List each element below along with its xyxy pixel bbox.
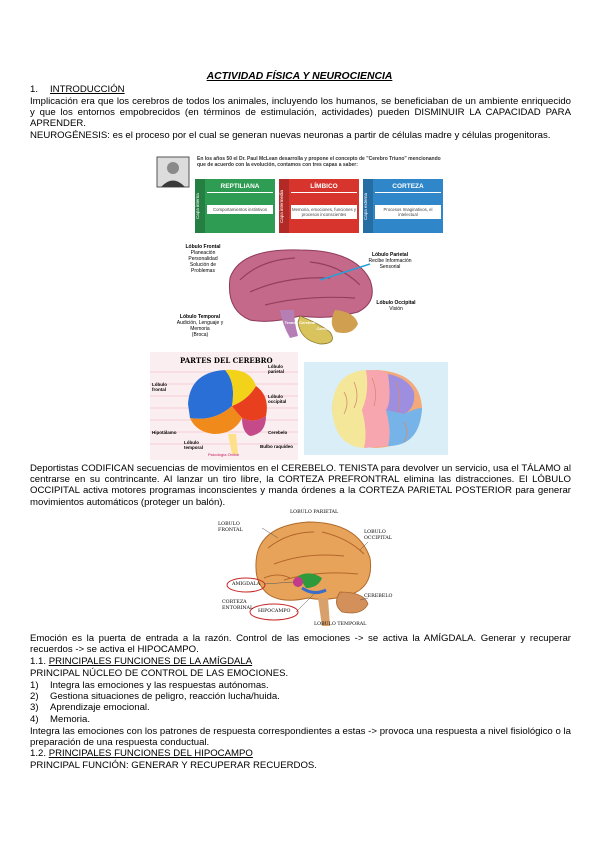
label-amigdala: AMIGDALA — [232, 582, 261, 587]
list-item-text: Memoria. — [50, 713, 90, 725]
paragraph-intro: Implicación era que los cerebros de todo… — [30, 96, 571, 130]
layer-side-label: Capa intermedia — [279, 179, 289, 233]
list-item-number: 2) — [30, 691, 39, 703]
paragraph-emocion: Emoción es la puerta de entrada a la raz… — [30, 633, 571, 656]
section-number: 1.2. — [30, 748, 47, 759]
occipital-line: Visión — [389, 306, 403, 312]
label-occipital: Lóbulo occipital — [268, 394, 287, 404]
label-cerebelo: CEREBELO — [364, 594, 393, 599]
label-lobulo-parietal: LOBULO PARIETAL — [290, 510, 339, 515]
list-item: 2) Gestiona situaciones de peligro, reacc… — [30, 691, 571, 702]
section-title: INTRODUCCIÓN — [50, 84, 125, 95]
layer-name: REPTILIANA — [207, 183, 273, 193]
parietal-lobe-label: Lóbulo Parietal Recibe Información Senso… — [360, 252, 420, 270]
section-1-1-heading: 1.1. PRINCIPALES FUNCIONES DE LA AMÍGDAL… — [30, 656, 571, 667]
list-item-text: Aprendizaje emocional. — [50, 702, 150, 714]
parietal-line: Recibe Información — [368, 258, 412, 264]
section-title: PRINCIPALES FUNCIONES DE LA AMÍGDALA — [48, 656, 253, 667]
label-frontal: Lóbulo frontal — [152, 382, 167, 392]
brain-top-view-figure — [304, 362, 448, 455]
label-hipocampo: HIPOCAMPO — [258, 609, 291, 614]
label-parietal: Lóbulo parietal — [268, 364, 285, 374]
temporal-lobe-label: Lóbulo Temporal Audición, Lenguaje y Mem… — [172, 314, 228, 338]
temporal-line: Audición, Lenguaje y — [176, 320, 224, 326]
paragraph-integra: Integra las emociones con los patrones d… — [30, 726, 571, 749]
label-cerebelo: Cerebelo — [268, 430, 288, 435]
list-item-number: 3) — [30, 702, 39, 714]
brainstem-label: Tronco Cerebral — [284, 320, 316, 325]
frontal-line: Problemas — [191, 268, 215, 274]
layer-description: Memoria, emociones, funciones y procesos… — [291, 205, 357, 219]
paragraph-deportistas: Deportistas CODIFICAN secuencias de movi… — [30, 463, 571, 508]
triune-caption: En los años 50 el Dr. Paul McLean desarr… — [197, 156, 441, 168]
layer-side-label: Capa externa — [363, 179, 373, 233]
portrait-photo — [156, 156, 190, 188]
frontal-line: Planeación — [190, 250, 216, 256]
label-bulbo: Bulbo raquídeo — [260, 444, 293, 449]
layer-description: Comportamientos instintivos — [207, 205, 273, 214]
figure-source: Psicología Online — [208, 452, 240, 457]
list-item: 1) Integra las emociones y las respuestas… — [30, 680, 571, 691]
brain-parts-title: PARTES DEL CEREBRO — [180, 356, 273, 365]
occipital-lobe-label: Lóbulo Occipital Visión — [366, 300, 426, 312]
list-item-text: Integra las emociones y las respuestas a… — [50, 680, 269, 691]
document-title: ACTIVIDAD FÍSICA Y NEUROCIENCIA — [206, 71, 393, 82]
paragraph-hipocampo: PRINCIPAL FUNCIÓN: GENERAR Y RECUPERAR R… — [30, 760, 317, 771]
layer-name: CORTEZA — [375, 183, 441, 193]
frontal-line: Solución de — [189, 262, 217, 268]
layer-description: Procesos Imaginativos, el intelectual — [375, 205, 441, 219]
brain-lobes-figure: Lóbulo Frontal Planeación Personalidad S… — [170, 240, 430, 350]
temporal-line: (Broca) — [191, 332, 209, 338]
parietal-line: Sensorial — [379, 264, 401, 270]
paragraph-nucleo: PRINCIPAL NÚCLEO DE CONTROL DE LAS EMOCI… — [30, 668, 289, 679]
frontal-line: Personalidad — [188, 256, 218, 262]
section-number: 1. — [30, 84, 39, 95]
list-item-number: 4) — [30, 713, 39, 725]
layer-name: LÍMBICO — [291, 183, 357, 193]
triune-brain-figure: En los años 50 el Dr. Paul McLean desarr… — [155, 155, 445, 237]
cerebellum-label: Cerebelo — [316, 326, 334, 331]
section-1-heading: 1. INTRODUCCIÓN — [30, 84, 571, 95]
brain-parts-figure: PARTES DEL CEREBRO Lóbulo frontal Lóbulo… — [150, 352, 298, 460]
frontal-lobe-label: Lóbulo Frontal Planeación Personalidad S… — [178, 244, 228, 274]
section-number: 1.1. — [30, 656, 47, 667]
paragraph-neurogenesis: NEUROGÉNESIS: es el proceso por el cual … — [30, 130, 551, 141]
section-title: PRINCIPALES FUNCIONES DEL HIPOCAMPO — [48, 748, 253, 759]
layer-side-label: Capa interna — [195, 179, 205, 233]
label-lobulo-temporal: LOBULO TEMPORAL — [314, 622, 367, 627]
label-temporal: Lóbulo temporal — [184, 440, 204, 450]
list-item-text: Gestiona situaciones de peligro, reacció… — [50, 691, 280, 703]
functions-list: 1) Integra las emociones y las respuestas… — [30, 680, 571, 725]
label-hipotalamo: Hipotálamo — [152, 430, 177, 435]
section-1-2-heading: 1.2. PRINCIPALES FUNCIONES DEL HIPOCAMPO — [30, 748, 571, 759]
list-item: 3) Aprendizaje emocional. — [30, 702, 571, 713]
temporal-line: Memoria — [190, 326, 210, 332]
list-item: 4) Memoria. — [30, 714, 571, 725]
list-item-number: 1) — [30, 680, 39, 691]
